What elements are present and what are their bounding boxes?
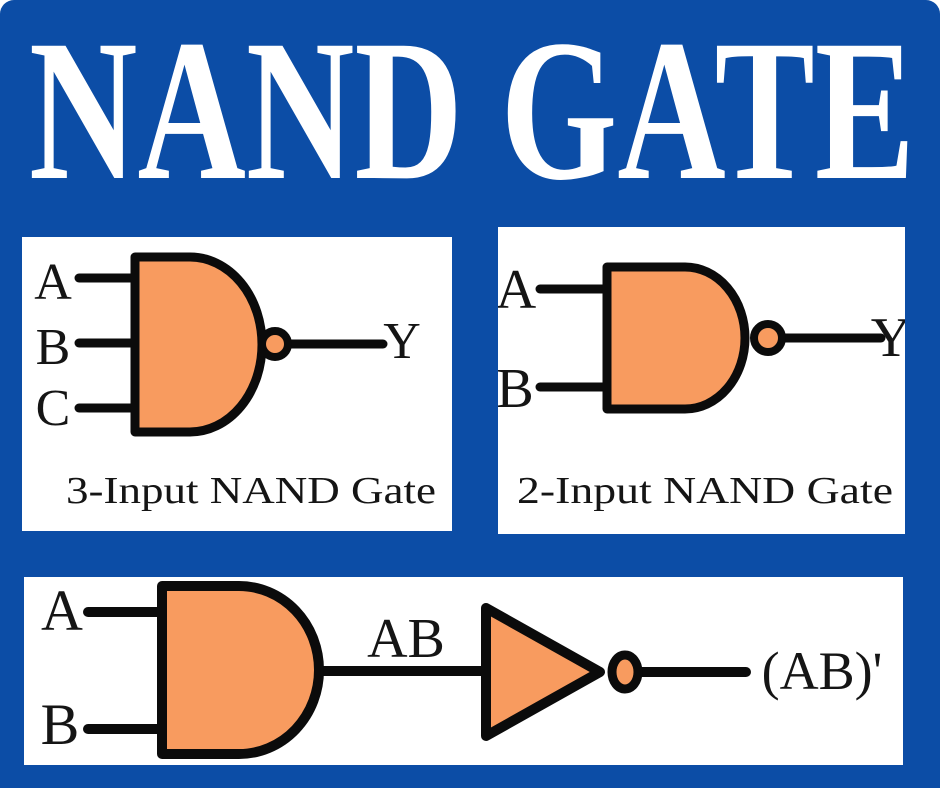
inversion-bubble-icon	[750, 320, 786, 356]
not-gate-symbol	[481, 603, 605, 741]
panel-caption: 3-Input NAND Gate	[66, 470, 436, 512]
nand-gate-symbol	[602, 262, 750, 414]
and-gate-symbol	[157, 581, 324, 759]
page-title: NAND GATE	[29, 0, 915, 212]
output-label-y: Y	[383, 313, 421, 370]
input-label-a: A	[34, 254, 72, 311]
title-banner: NAND GATE	[29, 0, 915, 212]
and-not-equivalence-diagram: A B AB (AB)'	[41, 578, 883, 759]
nand-gate-symbol	[130, 252, 267, 437]
inversion-bubble-icon	[258, 327, 292, 361]
input-label-b: B	[36, 319, 71, 376]
input-label-b: B	[41, 692, 80, 757]
3-input-nand-diagram: A B C Y 3-Input NAND Gate	[34, 252, 436, 512]
panel-2-input-nand: A B Y 2-Input NAND Gate	[498, 227, 905, 534]
2-input-nand-diagram: A B Y 2-Input NAND Gate	[498, 259, 905, 512]
output-label-y: Y	[871, 307, 905, 369]
output-label-ab-prime: (AB)'	[762, 641, 883, 701]
input-label-a: A	[41, 578, 83, 643]
input-label-a: A	[498, 259, 537, 321]
panel-caption: 2-Input NAND Gate	[517, 470, 893, 512]
intermediate-label-ab: AB	[367, 608, 445, 670]
panel-3-input-nand: A B C Y 3-Input NAND Gate	[22, 237, 452, 531]
inversion-bubble-icon	[607, 650, 643, 694]
input-label-b: B	[498, 358, 534, 420]
input-label-c: C	[36, 380, 71, 437]
panel-and-not-equivalence: A B AB (AB)'	[24, 577, 903, 765]
